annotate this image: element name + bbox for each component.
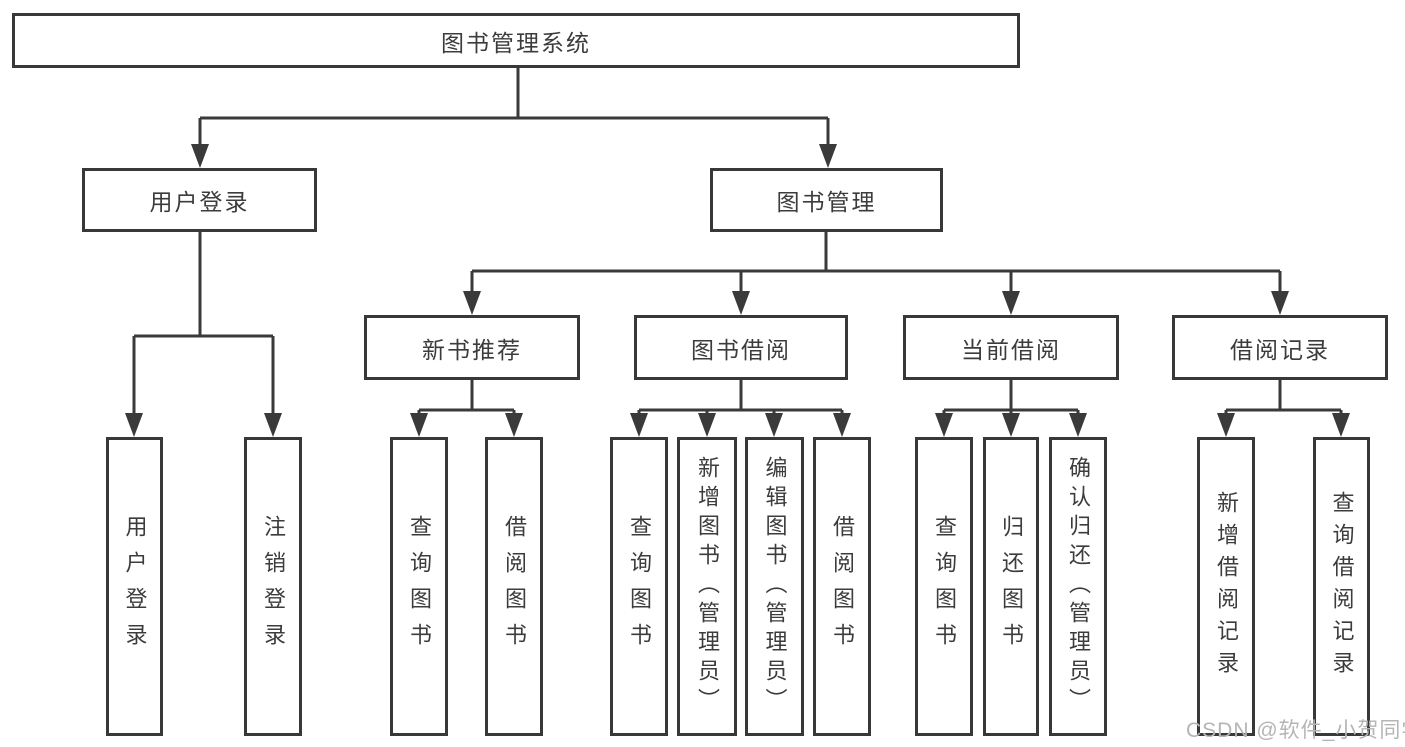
node-logout-leaf: 注销登录 <box>244 437 302 736</box>
node-label: 查询图书 <box>627 514 652 659</box>
node-return-books: 归还图书 <box>983 437 1039 736</box>
node-label: 注销登录 <box>261 514 286 659</box>
arrowhead-icon <box>191 144 209 168</box>
tree-edges <box>125 68 1350 437</box>
node-label: 归还图书 <box>999 514 1024 659</box>
node-add-book-admin: 新增图书（管理员） <box>677 437 737 736</box>
node-confirm-return-admin: 确认归还（管理员） <box>1049 437 1107 736</box>
node-label: 借阅记录 <box>1230 336 1330 363</box>
arrowhead-icon <box>505 413 523 437</box>
node-query-books: 查询图书 <box>390 437 448 736</box>
arrowhead-icon <box>765 413 783 437</box>
node-label: 用户登录 <box>122 514 148 659</box>
watermark: CSDN @软件_小贺同学 <box>1186 719 1405 742</box>
node-label: 图书管理系统 <box>441 29 591 56</box>
node-label: 图书借阅 <box>691 336 791 363</box>
arrowhead-icon <box>264 413 282 437</box>
node-label: 新增图书（管理员） <box>695 456 720 717</box>
node-borrow-records: 借阅记录 <box>1172 315 1388 380</box>
arrowhead-icon <box>1069 413 1087 437</box>
node-label: 查询借阅记录 <box>1329 490 1355 683</box>
node-borrow-books: 借阅图书 <box>485 437 543 736</box>
arrowhead-icon <box>1271 291 1289 315</box>
node-current-borrowing: 当前借阅 <box>903 315 1119 380</box>
node-label: 用户登录 <box>149 189 250 215</box>
arrowhead-icon <box>1332 413 1350 437</box>
arrowhead-icon <box>1002 413 1020 437</box>
arrowhead-icon <box>732 291 750 315</box>
node-user-login-leaf: 用户登录 <box>106 437 163 736</box>
node-query-books: 查询图书 <box>915 437 973 736</box>
arrowhead-icon <box>125 413 143 437</box>
arrowhead-icon <box>698 413 716 437</box>
node-label: 当前借阅 <box>961 336 1061 363</box>
node-label: 借阅图书 <box>830 514 855 659</box>
node-label: 查询图书 <box>407 514 432 659</box>
node-book-borrowing: 图书借阅 <box>634 315 848 380</box>
node-user-login: 用户登录 <box>82 168 317 232</box>
node-label: 查询图书 <box>932 514 957 659</box>
arrowhead-icon <box>630 413 648 437</box>
node-borrow-books: 借阅图书 <box>813 437 871 736</box>
node-label: 编辑图书（管理员） <box>762 456 788 717</box>
arrowhead-icon <box>463 291 481 315</box>
node-query-books: 查询图书 <box>610 437 668 736</box>
node-query-borrow-record: 查询借阅记录 <box>1313 437 1370 736</box>
node-label: 图书管理 <box>776 189 877 215</box>
node-label: 新增借阅记录 <box>1214 490 1239 683</box>
node-label: 新书推荐 <box>422 336 522 363</box>
arrowhead-icon <box>1217 413 1235 437</box>
node-label: 借阅图书 <box>502 514 527 659</box>
node-new-book-recommend: 新书推荐 <box>364 315 580 380</box>
node-library-system: 图书管理系统 <box>12 13 1020 68</box>
arrowhead-icon <box>1002 291 1020 315</box>
arrowhead-icon <box>833 413 851 437</box>
arrowhead-icon <box>819 144 837 168</box>
node-label: 确认归还（管理员） <box>1066 456 1091 717</box>
arrowhead-icon <box>410 413 428 437</box>
node-book-management: 图书管理 <box>710 168 943 232</box>
node-edit-book-admin: 编辑图书（管理员） <box>745 437 804 736</box>
arrowhead-icon <box>935 413 953 437</box>
node-add-borrow-record: 新增借阅记录 <box>1197 437 1255 736</box>
